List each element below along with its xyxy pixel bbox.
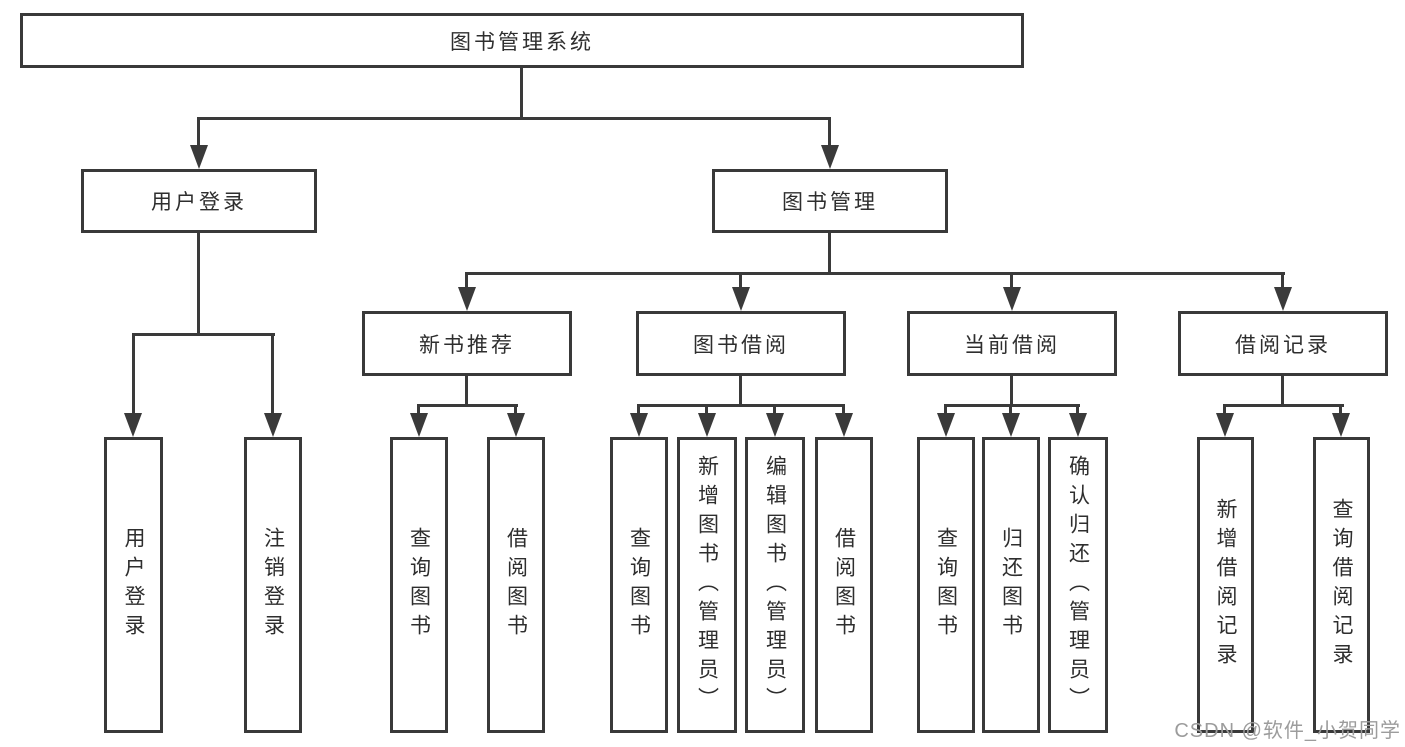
node-leaf-label: 查询图书 xyxy=(407,527,431,643)
node-borrow-records: 借阅记录 xyxy=(1178,311,1388,376)
node-book-management-label: 图书管理 xyxy=(782,191,878,214)
connector-drop xyxy=(944,404,947,418)
node-root: 图书管理系统 xyxy=(20,13,1024,68)
connector-book-management-split xyxy=(465,272,1285,275)
connector-user-login-split xyxy=(132,333,275,336)
arrowhead-down-icon xyxy=(1274,287,1292,311)
connector-borrow-records-stem xyxy=(1281,376,1284,407)
connector-current-borrow-stem xyxy=(1010,376,1013,407)
connector-book-management-stem xyxy=(828,233,831,275)
node-leaf-add-borrow-record: 新增借阅记录 xyxy=(1197,437,1254,733)
node-leaf-query-borrow-record: 查询借阅记录 xyxy=(1313,437,1370,733)
node-leaf-query-books-borrow: 查询图书 xyxy=(610,437,668,733)
node-leaf-label: 查询图书 xyxy=(627,527,651,643)
arrowhead-down-icon xyxy=(766,413,784,437)
connector-drop-leaf-user-login xyxy=(132,333,135,418)
connector-drop-book-management xyxy=(828,117,831,152)
node-leaf-logout-label: 注销登录 xyxy=(261,527,285,643)
node-leaf-return-book: 归还图书 xyxy=(982,437,1040,733)
node-user-login: 用户登录 xyxy=(81,169,317,233)
connector-drop-leaf-logout xyxy=(271,333,274,418)
arrowhead-down-icon xyxy=(937,413,955,437)
connector-drop-book-borrow xyxy=(739,272,742,292)
node-book-borrow-label: 图书借阅 xyxy=(693,333,789,357)
arrowhead-down-icon xyxy=(1332,413,1350,437)
node-user-login-label: 用户登录 xyxy=(151,191,247,214)
connector-drop xyxy=(1339,404,1342,418)
connector-drop-borrow-records xyxy=(1281,272,1284,292)
arrowhead-down-icon xyxy=(821,145,839,169)
node-leaf-query-books-current: 查询图书 xyxy=(917,437,975,733)
node-leaf-label: 编辑图书（管理员） xyxy=(763,454,787,716)
node-leaf-label: 归还图书 xyxy=(999,527,1023,643)
connector-new-book-stem xyxy=(465,376,468,407)
node-leaf-query-books-recommend: 查询图书 xyxy=(390,437,448,733)
arrowhead-down-icon xyxy=(1003,287,1021,311)
arrowhead-down-icon xyxy=(264,413,282,437)
connector-borrow-records-split xyxy=(1223,404,1344,407)
node-leaf-borrow-books: 借阅图书 xyxy=(815,437,873,733)
arrowhead-down-icon xyxy=(410,413,428,437)
node-leaf-confirm-return-admin: 确认归还（管理员） xyxy=(1048,437,1108,733)
csdn-watermark: CSDN @软件_小贺同学 xyxy=(1174,720,1401,742)
connector-drop-user-login xyxy=(197,117,200,152)
connector-drop xyxy=(773,404,776,418)
node-leaf-label: 新增图书（管理员） xyxy=(695,454,719,716)
node-leaf-label: 确认归还（管理员） xyxy=(1066,454,1090,716)
node-leaf-borrow-books-recommend: 借阅图书 xyxy=(487,437,545,733)
node-current-borrow-label: 当前借阅 xyxy=(964,333,1060,357)
arrowhead-down-icon xyxy=(630,413,648,437)
connector-root-split xyxy=(197,117,831,120)
connector-new-book-split xyxy=(417,404,518,407)
arrowhead-down-icon xyxy=(835,413,853,437)
connector-drop xyxy=(1076,404,1079,418)
node-leaf-user-login-label: 用户登录 xyxy=(122,527,145,643)
node-leaf-label: 查询借阅记录 xyxy=(1330,498,1353,672)
node-book-management: 图书管理 xyxy=(712,169,948,233)
arrowhead-down-icon xyxy=(458,287,476,311)
connector-book-borrow-stem xyxy=(739,376,742,407)
connector-drop xyxy=(705,404,708,418)
connector-drop-current-borrow xyxy=(1010,272,1013,292)
node-leaf-label: 新增借阅记录 xyxy=(1214,498,1237,672)
node-root-label: 图书管理系统 xyxy=(450,30,594,54)
connector-user-login-stem xyxy=(197,233,200,336)
node-new-book-recommend: 新书推荐 xyxy=(362,311,572,376)
connector-current-borrow-split xyxy=(944,404,1080,407)
arrowhead-down-icon xyxy=(732,287,750,311)
node-leaf-add-book-admin: 新增图书（管理员） xyxy=(677,437,737,733)
arrowhead-down-icon xyxy=(124,413,142,437)
node-book-borrow: 图书借阅 xyxy=(636,311,846,376)
connector-drop xyxy=(842,404,845,418)
node-new-book-recommend-label: 新书推荐 xyxy=(419,333,515,357)
node-leaf-logout: 注销登录 xyxy=(244,437,302,733)
node-leaf-label: 查询图书 xyxy=(934,527,958,643)
connector-drop xyxy=(637,404,640,418)
connector-drop xyxy=(514,404,517,418)
connector-drop xyxy=(417,404,420,418)
arrowhead-down-icon xyxy=(698,413,716,437)
node-leaf-label: 借阅图书 xyxy=(832,527,856,643)
connector-drop xyxy=(1009,404,1012,418)
node-leaf-edit-book-admin: 编辑图书（管理员） xyxy=(745,437,805,733)
arrowhead-down-icon xyxy=(190,145,208,169)
node-borrow-records-label: 借阅记录 xyxy=(1235,333,1331,357)
connector-drop-new-book xyxy=(465,272,468,292)
arrowhead-down-icon xyxy=(1069,413,1087,437)
arrowhead-down-icon xyxy=(1002,413,1020,437)
node-leaf-user-login: 用户登录 xyxy=(104,437,163,733)
arrowhead-down-icon xyxy=(507,413,525,437)
connector-drop xyxy=(1223,404,1226,418)
node-current-borrow: 当前借阅 xyxy=(907,311,1117,376)
node-leaf-label: 借阅图书 xyxy=(504,527,528,643)
connector-root-stem xyxy=(520,68,523,120)
connector-book-borrow-split xyxy=(637,404,845,407)
arrowhead-down-icon xyxy=(1216,413,1234,437)
